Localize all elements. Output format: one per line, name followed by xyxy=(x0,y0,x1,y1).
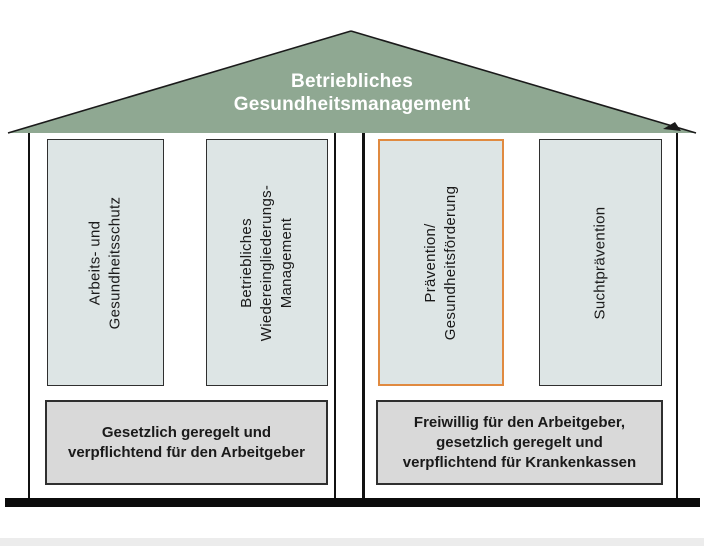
right-legal-box-label: Freiwillig für den Arbeitgeber, gesetzli… xyxy=(402,413,637,471)
left-legal-box: Gesetzlich geregelt und verpflichtend fü… xyxy=(45,400,328,485)
pillar-arbeits-und-gesundheitsschutz: Arbeits- und Gesundheitsschutz xyxy=(47,139,164,386)
footer-strip xyxy=(0,538,704,546)
left-legal-box-label: Gesetzlich geregelt und verpflichtend fü… xyxy=(68,423,305,461)
pillar-betriebliches-wiedereingliederungs-management: Betriebliches Wiedereingliederungs- Mana… xyxy=(206,139,328,386)
wall-right xyxy=(676,133,678,498)
wall-center-right xyxy=(362,133,365,498)
pillar-label: Suchtprävention xyxy=(591,206,609,319)
pillar-label: Arbeits- und Gesundheitsschutz xyxy=(86,196,124,329)
wall-left xyxy=(28,133,30,498)
pillar-label: Prävention/ Gesundheitsförderung xyxy=(422,185,459,340)
right-legal-box: Freiwillig für den Arbeitgeber, gesetzli… xyxy=(376,400,663,485)
pillar-label: Betriebliches Wiedereingliederungs- Mana… xyxy=(238,184,296,341)
right-eave-notch xyxy=(663,122,681,131)
wall-center-left xyxy=(334,133,336,498)
foundation-bar xyxy=(5,498,700,507)
pillar-suchtpraevention: Suchtprävention xyxy=(539,139,662,386)
pillar-praevention-gesundheitsfoerderung: Prävention/ Gesundheitsförderung xyxy=(378,139,504,386)
diagram-title: Betriebliches Gesundheitsmanagement xyxy=(233,71,471,115)
roof-shape xyxy=(7,30,697,134)
